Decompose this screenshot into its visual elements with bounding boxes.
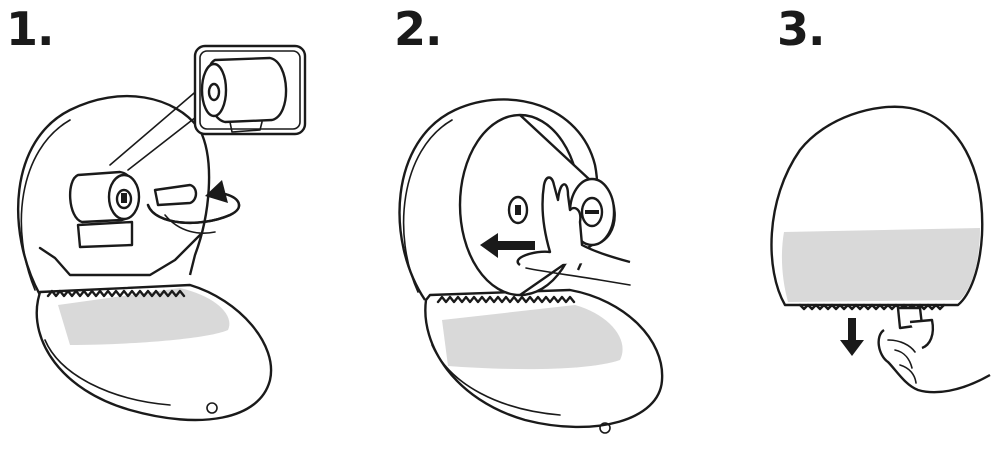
step-2-panel: 2.	[330, 0, 660, 456]
hand-icon	[330, 0, 660, 456]
step-3-panel: 3.	[660, 0, 992, 456]
zoom-inset-icon	[0, 0, 330, 456]
step-1-panel: 1.	[0, 0, 330, 456]
hand-icon	[660, 0, 992, 456]
